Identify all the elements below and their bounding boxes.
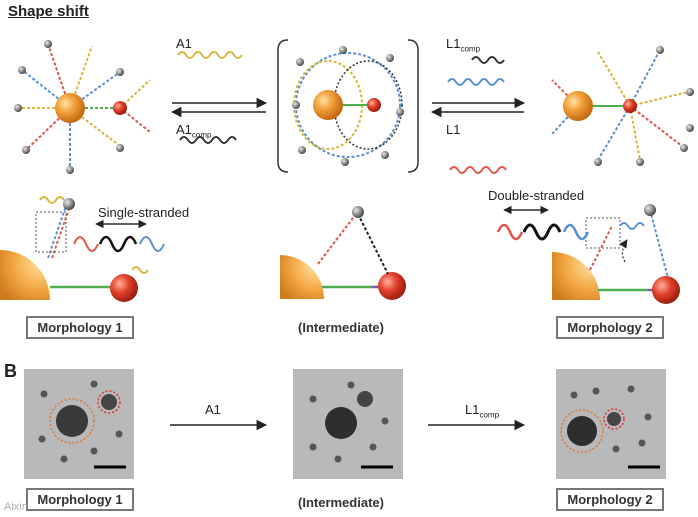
label-single-stranded: Single-stranded	[98, 205, 189, 220]
label-l1: L1	[446, 122, 460, 137]
intermediate-label-b: (Intermediate)	[298, 495, 384, 510]
morphology2-box: Morphology 2	[556, 316, 664, 339]
tem-image-morphology2	[556, 369, 666, 479]
equilibrium-arrows-right	[432, 57, 524, 173]
morphology1-box: Morphology 1	[26, 316, 134, 339]
schematic-morphology2	[498, 204, 680, 304]
tem-image-intermediate	[293, 369, 403, 479]
tem-image-morphology1	[24, 369, 134, 479]
panel-b-label: B	[4, 361, 17, 382]
label-l1comp: L1comp	[446, 36, 480, 54]
cluster-morphology2	[552, 46, 694, 166]
morphology1-box-b: Morphology 1	[26, 488, 134, 511]
schematic-intermediate	[280, 206, 406, 300]
label-b-a1: A1	[205, 402, 221, 417]
morphology2-box-b: Morphology 2	[556, 488, 664, 511]
cluster-morphology1	[14, 40, 150, 174]
watermark: Aixin	[4, 501, 28, 513]
cluster-intermediate	[278, 40, 418, 172]
label-b-l1comp: L1comp	[465, 402, 499, 420]
label-double-stranded: Double-stranded	[488, 188, 584, 203]
figure-title: Shape shift	[8, 3, 89, 20]
intermediate-label: (Intermediate)	[298, 320, 384, 335]
label-a1: A1	[176, 36, 192, 51]
label-a1comp: A1comp	[176, 122, 211, 140]
